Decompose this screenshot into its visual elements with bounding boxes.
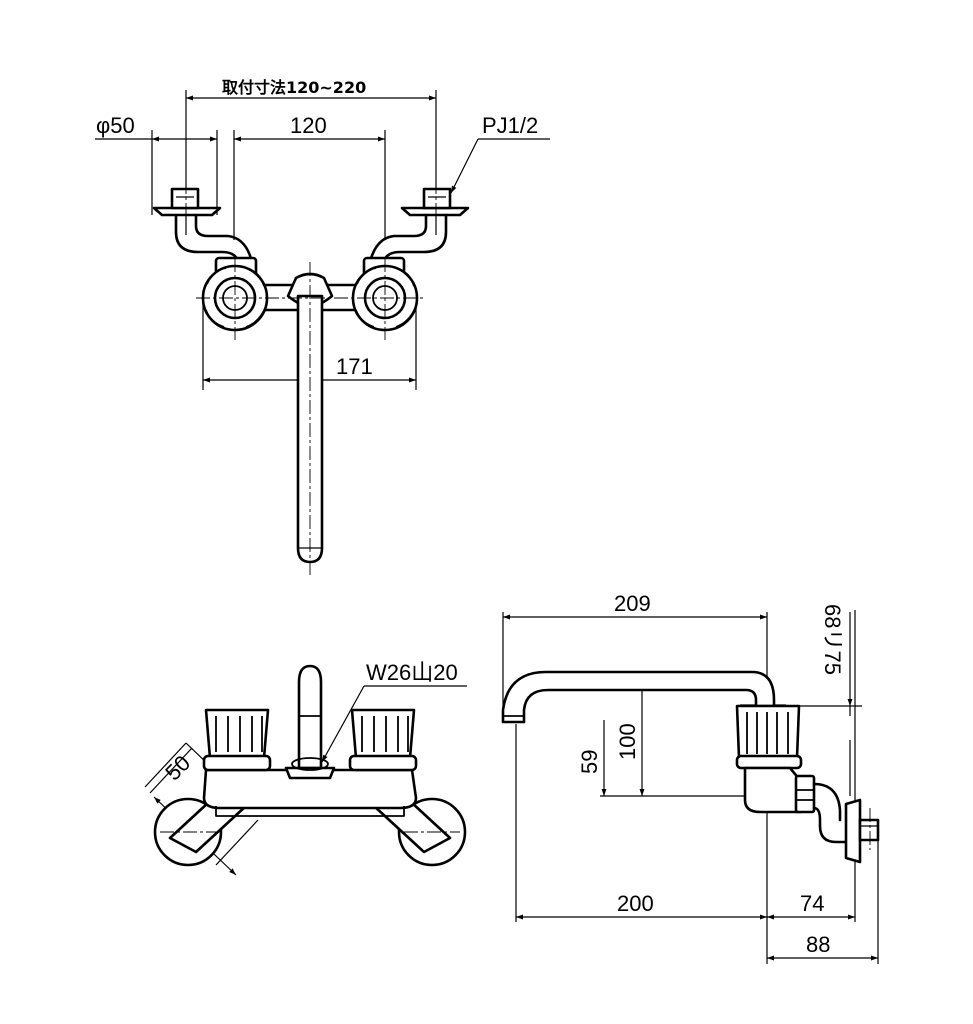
mount-thread-label: W26山20 — [366, 660, 458, 685]
pipe-thread-label: PJ1/2 — [482, 113, 538, 138]
length-200-label: 200 — [617, 891, 654, 916]
height-59-label: 59 — [577, 750, 602, 774]
mount-range-label: 取付寸法120~220 — [222, 78, 366, 97]
length-74-label: 74 — [800, 891, 824, 916]
adjust-range-label: 68リ75 — [820, 604, 845, 675]
top-view: 取付寸法120~220 φ50 120 PJ1/2 171 — [95, 78, 550, 575]
diameter-label: φ50 — [96, 113, 135, 138]
center-spacing-label: 120 — [290, 113, 327, 138]
side-view: 209 200 74 88 100 59 68リ75 — [501, 591, 880, 964]
side-length-label: 50 — [160, 750, 195, 785]
length-88-label: 88 — [806, 932, 830, 957]
height-100-label: 100 — [615, 723, 640, 760]
handle-span-label: 171 — [336, 354, 373, 379]
front-view: W26山20 50 — [144, 660, 467, 876]
spout-reach-label: 209 — [614, 591, 651, 616]
